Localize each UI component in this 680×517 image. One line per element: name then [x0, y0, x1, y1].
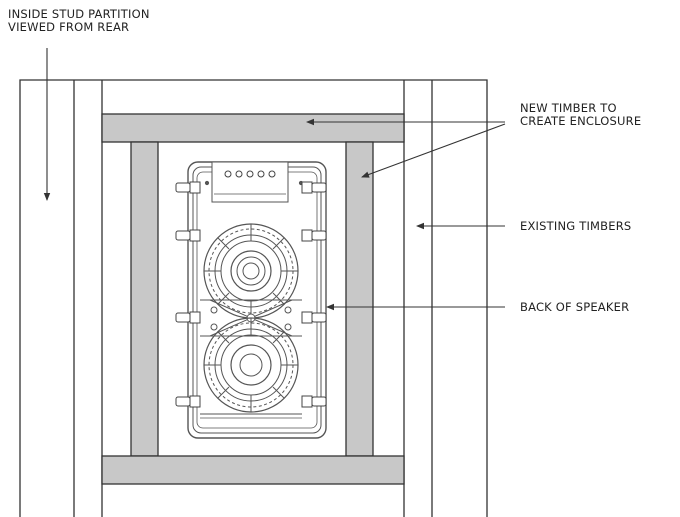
speaker-back — [175, 161, 327, 439]
lower-driver — [203, 317, 299, 413]
title-label: INSIDE STUD PARTITION VIEWED FROM REAR — [8, 8, 150, 34]
existing-timbers-label: EXISTING TIMBERS — [520, 219, 632, 233]
arrow-new-timber-right — [361, 123, 506, 178]
new-timber-right — [345, 141, 374, 457]
new-timber-top — [101, 113, 405, 143]
title-line-1: INSIDE STUD PARTITION — [8, 7, 150, 21]
callout-arrows — [43, 48, 506, 311]
terminal-plate — [211, 161, 289, 203]
upper-driver — [203, 223, 299, 319]
title-line-2: VIEWED FROM REAR — [8, 20, 130, 34]
new-timber-line-1: NEW TIMBER TO — [520, 101, 617, 115]
new-timber-enclosure — [101, 113, 405, 485]
back-of-speaker-label: BACK OF SPEAKER — [520, 300, 630, 314]
mounting-clamps — [175, 181, 327, 408]
new-timber-label: NEW TIMBER TO CREATE ENCLOSURE — [520, 102, 641, 128]
new-timber-bottom — [101, 455, 405, 485]
existing-timber-frame — [19, 79, 488, 517]
terminal-connectors — [224, 170, 276, 178]
new-timber-left — [130, 141, 159, 457]
new-timber-line-2: CREATE ENCLOSURE — [520, 114, 642, 128]
